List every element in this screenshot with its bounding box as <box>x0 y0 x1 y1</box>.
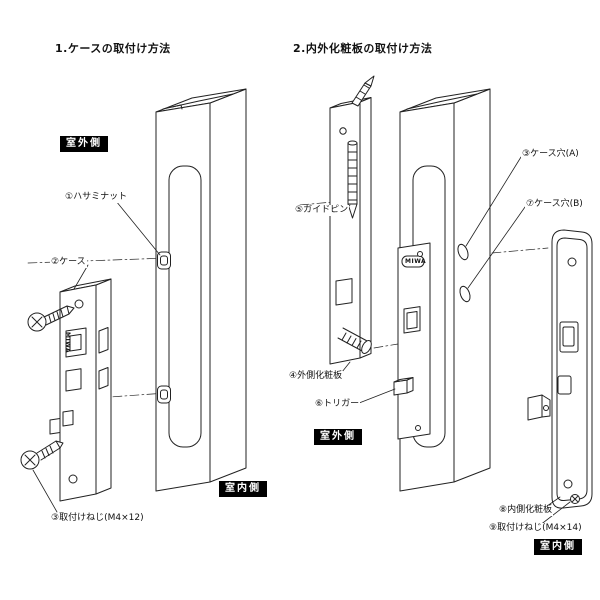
label-case: ②ケース <box>50 257 87 268</box>
section-2-heading: 2.内外化粧板の取付け方法 <box>293 42 433 55</box>
left-leader-lines <box>32 200 161 513</box>
inner-decorative-plate <box>527 229 593 509</box>
outdoor-side-badge-left: 室外側 <box>60 136 108 152</box>
label-trigger: ⑥トリガー <box>314 399 361 410</box>
indoor-side-badge-right: 室内側 <box>534 539 582 555</box>
outdoor-side-badge-right: 室外側 <box>314 429 362 445</box>
label-mounting-screw-left: ③取付けねじ(M4×12) <box>50 513 145 524</box>
label-mounting-screw-right: ⑨取付けねじ(M4×14) <box>488 523 583 534</box>
label-inner-plate: ⑧内側化粧板 <box>498 505 554 516</box>
brand-mark-right-case: MIWA <box>405 258 427 265</box>
label-case-hole-a: ③ケース穴(A) <box>521 149 580 160</box>
label-case-hole-b: ⑦ケース穴(B) <box>525 199 584 210</box>
indoor-side-badge-left: 室内側 <box>219 481 267 497</box>
section-1-heading: 1.ケースの取付け方法 <box>55 42 171 55</box>
label-outer-plate: ④外側化粧板 <box>288 371 344 382</box>
label-guide-pin: ⑤ガイドピン <box>294 205 350 216</box>
right-lock-case <box>393 242 431 440</box>
outer-decorative-plate <box>329 75 375 365</box>
left-frame-profile <box>155 88 247 492</box>
left-lock-case <box>49 278 112 502</box>
left-mounting-screws <box>20 305 75 470</box>
brand-mark-left-case: MIWA <box>64 332 71 354</box>
label-hasami-nut: ①ハサミナット <box>64 192 129 203</box>
